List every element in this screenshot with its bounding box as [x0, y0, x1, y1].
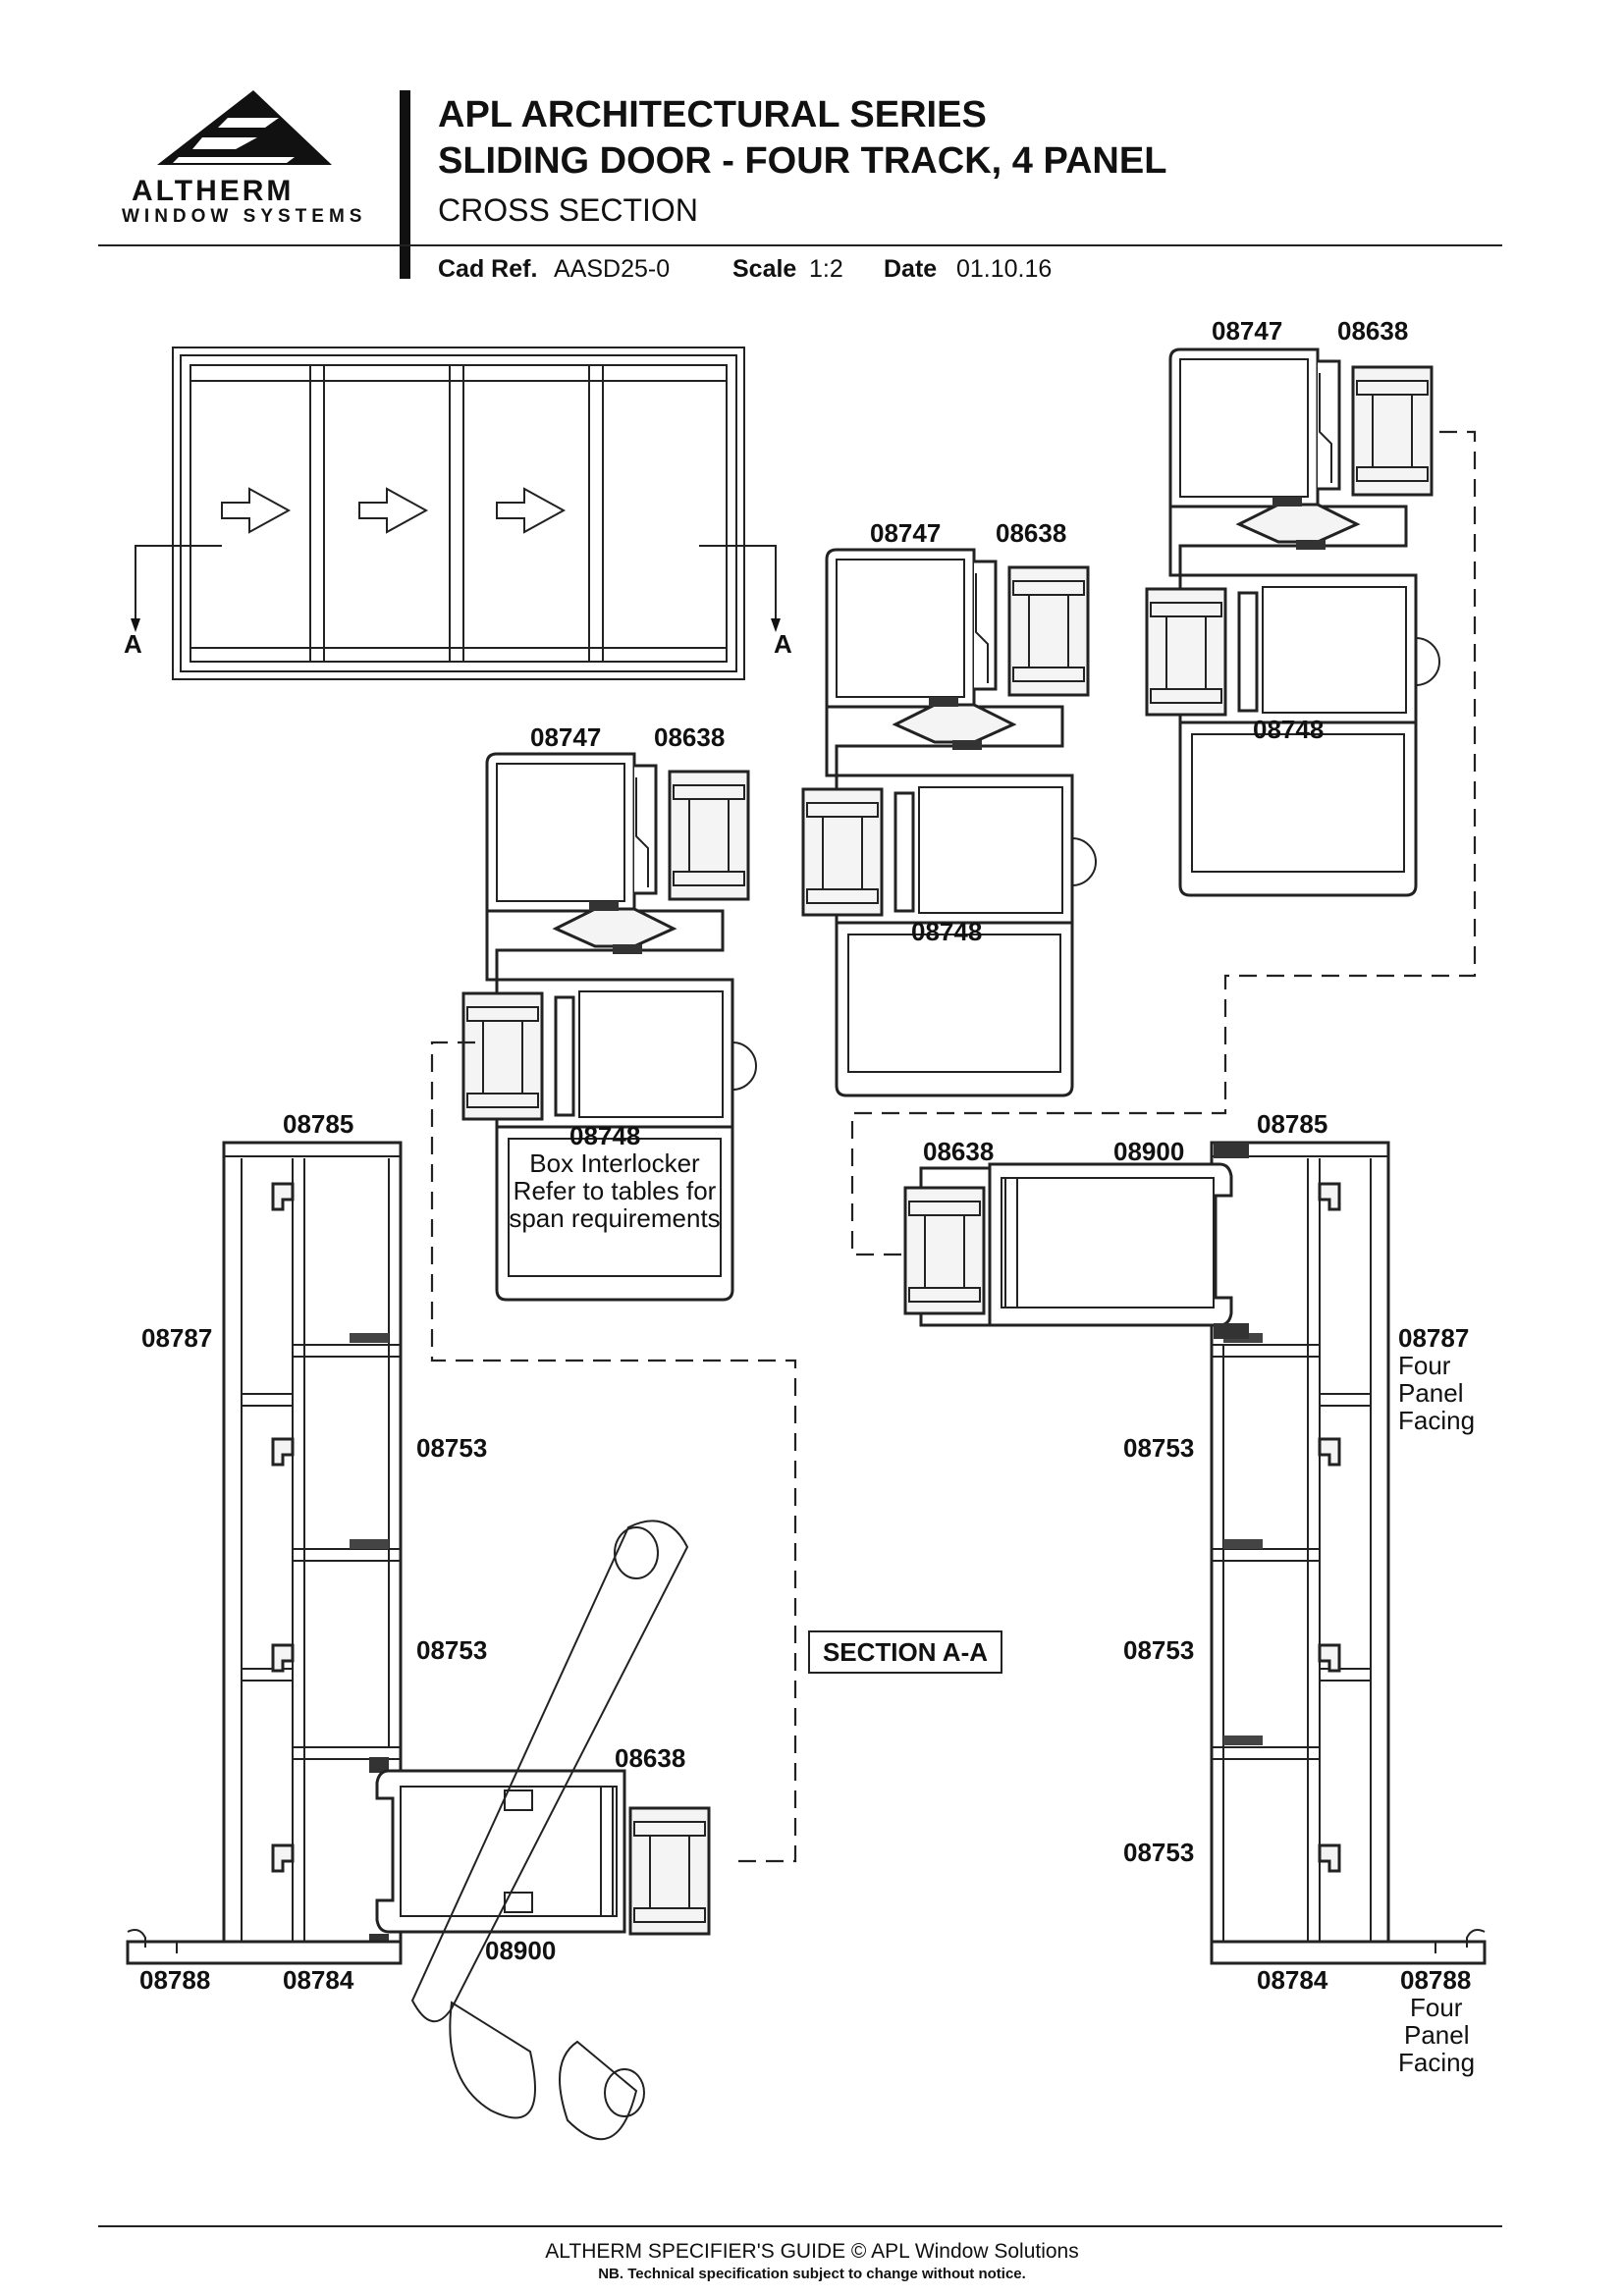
interlocker-note-line-3: span requirements	[509, 1203, 720, 1233]
footer-line-1: ALTHERM SPECIFIER'S GUIDE © APL Window S…	[545, 2240, 1079, 2263]
brand-subtitle: WINDOW SYSTEMS	[122, 206, 367, 227]
label-08753-left-2: 08753	[416, 1635, 487, 1665]
label-08788-right: 08788	[1400, 1965, 1471, 1995]
label-08900-right: 08900	[1113, 1137, 1184, 1166]
label-08638-right: 08638	[923, 1137, 994, 1166]
interlocker-detail-1	[1145, 347, 1441, 897]
interlocker-detail-2	[801, 548, 1098, 1097]
scale-label: Scale	[732, 255, 797, 283]
label-08753-left-1: 08753	[416, 1433, 487, 1463]
label-08638-d3: 08638	[654, 722, 725, 752]
date-value: 01.10.16	[956, 255, 1053, 283]
label-08748-d2: 08748	[911, 917, 982, 946]
label-08748-d3: 08748	[569, 1121, 640, 1150]
right-jamb-section	[903, 1141, 1487, 1965]
label-facing-four-1: Four	[1398, 1351, 1451, 1380]
slide-arrow-icon	[358, 487, 429, 534]
label-08747-d3: 08747	[530, 722, 601, 752]
section-marker-left: A	[124, 629, 142, 659]
label-facing-panel-1: Panel	[1398, 1378, 1464, 1408]
label-08753-right-2: 08753	[1123, 1635, 1194, 1665]
label-08753-right-1: 08753	[1123, 1433, 1194, 1463]
leader-line-1	[850, 430, 1477, 1256]
label-08785-right: 08785	[1257, 1109, 1327, 1139]
altherm-logo-icon	[157, 90, 332, 165]
label-08787-right: 08787	[1398, 1323, 1469, 1353]
date-label: Date	[884, 255, 938, 283]
section-title-box	[808, 1630, 1002, 1674]
label-08747-d2: 08747	[870, 518, 941, 548]
label-08784-right: 08784	[1257, 1965, 1328, 1995]
label-08748-d1: 08748	[1253, 715, 1324, 744]
section-marker-right: A	[774, 629, 792, 659]
interlocker-note-line-1: Box Interlocker	[529, 1148, 700, 1178]
leader-line-2	[430, 1041, 797, 1863]
label-08787-left: 08787	[141, 1323, 212, 1353]
label-08785-left: 08785	[283, 1109, 353, 1139]
cad-ref-value: AASD25-0	[554, 255, 671, 283]
label-facing-panel-2: Panel	[1404, 2020, 1470, 2050]
label-08900-left: 08900	[485, 1936, 556, 1965]
label-08638-left: 08638	[615, 1743, 685, 1773]
left-jamb-section	[126, 1141, 711, 2141]
scale-value: 1:2	[809, 255, 843, 283]
label-08753-right-3: 08753	[1123, 1838, 1194, 1867]
cad-ref-label: Cad Ref.	[438, 255, 538, 283]
section-title: SECTION A-A	[823, 1637, 988, 1667]
title-line-1: APL ARCHITECTURAL SERIES	[438, 94, 987, 135]
footer-line-2: NB. Technical specification subject to c…	[598, 2266, 1026, 2282]
label-08788-left: 08788	[139, 1965, 210, 1995]
label-08784-left: 08784	[283, 1965, 354, 1995]
interlocker-note-line-2: Refer to tables for	[514, 1176, 717, 1205]
label-08638-d1: 08638	[1337, 316, 1408, 346]
brand-name: ALTHERM	[132, 175, 295, 207]
label-08747-d1: 08747	[1212, 316, 1282, 346]
label-facing-facing-1: Facing	[1398, 1406, 1475, 1435]
title-line-3: CROSS SECTION	[438, 192, 698, 228]
header-divider-bar	[400, 90, 410, 279]
label-facing-facing-2: Facing	[1398, 2048, 1475, 2077]
slide-arrow-icon	[221, 487, 292, 534]
label-facing-four-2: Four	[1410, 1993, 1463, 2022]
label-08638-d2: 08638	[996, 518, 1066, 548]
title-line-2: SLIDING DOOR - FOUR TRACK, 4 PANEL	[438, 140, 1167, 182]
door-elevation	[131, 347, 781, 680]
slide-arrow-icon	[496, 487, 567, 534]
